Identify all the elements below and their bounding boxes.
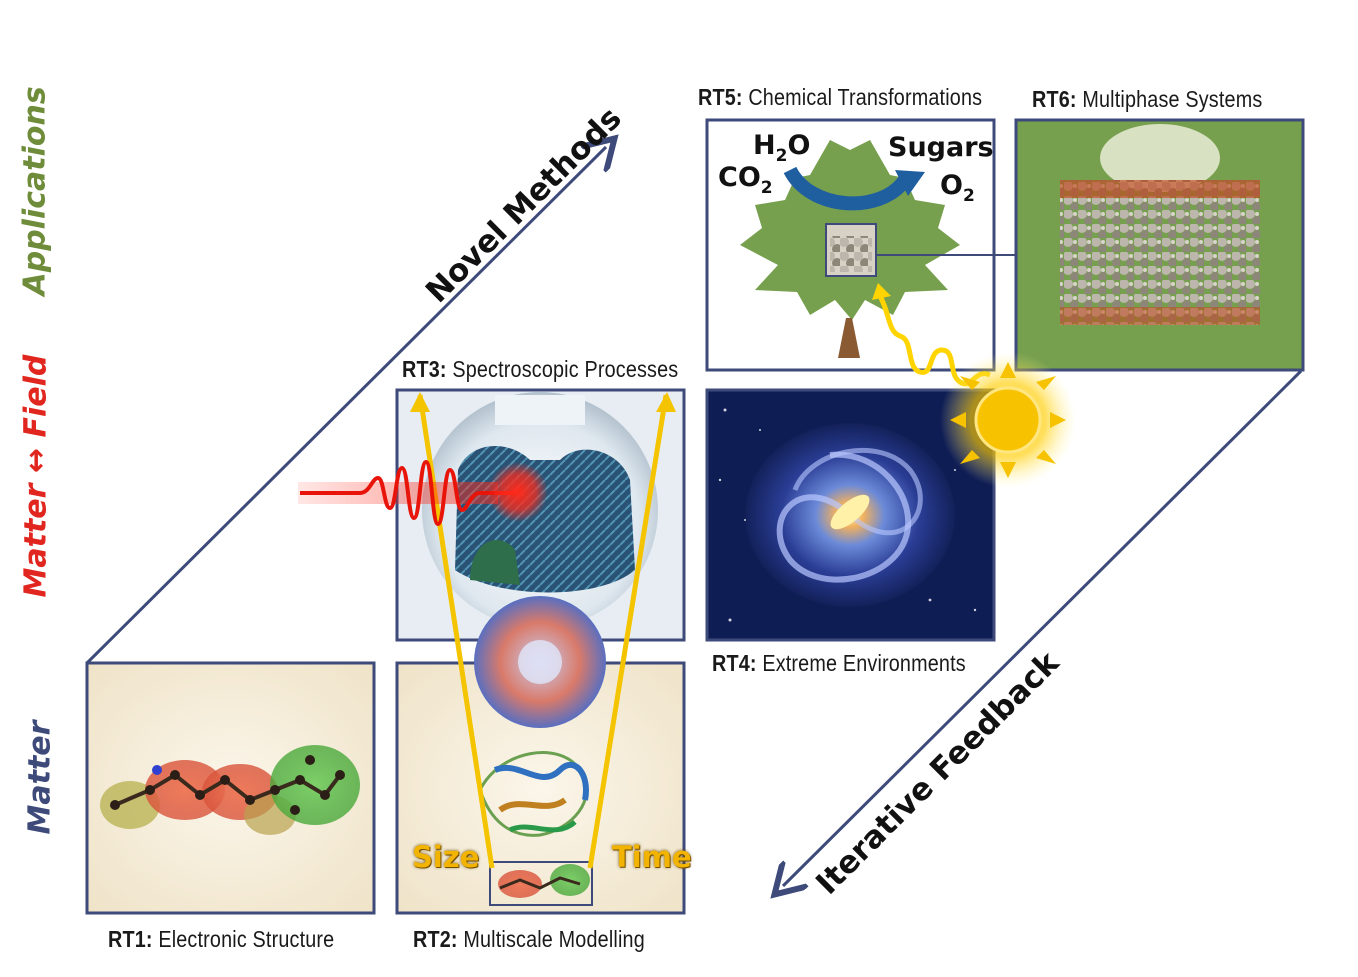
matter-field-label: Matter ↔ Field [18,354,54,598]
rt1-caption: RT1: Electronic Structure [108,926,334,953]
novel-methods-arrow [85,147,606,665]
rt2-title: Multiscale Modelling [463,926,645,952]
sugars-label: Sugars [888,132,994,163]
rt6-tag: RT6: [1032,86,1077,112]
rt2-caption: RT2: Multiscale Modelling [413,926,645,953]
time-label: Time [612,840,692,874]
sun-icon [940,352,1076,488]
applications-label: Applications [17,86,53,296]
rt4-panel [705,388,996,642]
rt3-title: Spectroscopic Processes [452,356,679,382]
protein-ribbon [478,751,589,837]
h2o-label: H2O [753,130,811,166]
rt1-tag: RT1: [108,926,153,952]
rt5-panel [705,118,1016,372]
rt4-tag: RT4: [712,650,757,676]
rt2-tag: RT2: [413,926,458,952]
rt6-caption: RT6: Multiphase Systems [1032,86,1262,113]
rt3-tag: RT3: [402,356,447,382]
iterative-feedback-arrow [783,369,1303,886]
size-time-cone [410,392,676,869]
rt3-caption: RT3: Spectroscopic Processes [402,356,678,383]
rt1-panel [85,661,376,915]
rt1-title: Electronic Structure [158,926,335,952]
matter-label: Matter [22,720,58,835]
laser-pulse [298,459,548,527]
rt5-title: Chemical Transformations [748,84,983,110]
size-label: Size [412,840,480,874]
co2-label: CO2 [718,162,773,198]
rt4-caption: RT4: Extreme Environments [712,650,966,677]
rt4-title: Extreme Environments [762,650,966,676]
o2-label: O2 [940,170,975,206]
rt6-panel [1014,118,1305,372]
rt5-caption: RT5: Chemical Transformations [698,84,982,111]
rt5-tag: RT5: [698,84,743,110]
rt6-title: Multiphase Systems [1082,86,1263,112]
